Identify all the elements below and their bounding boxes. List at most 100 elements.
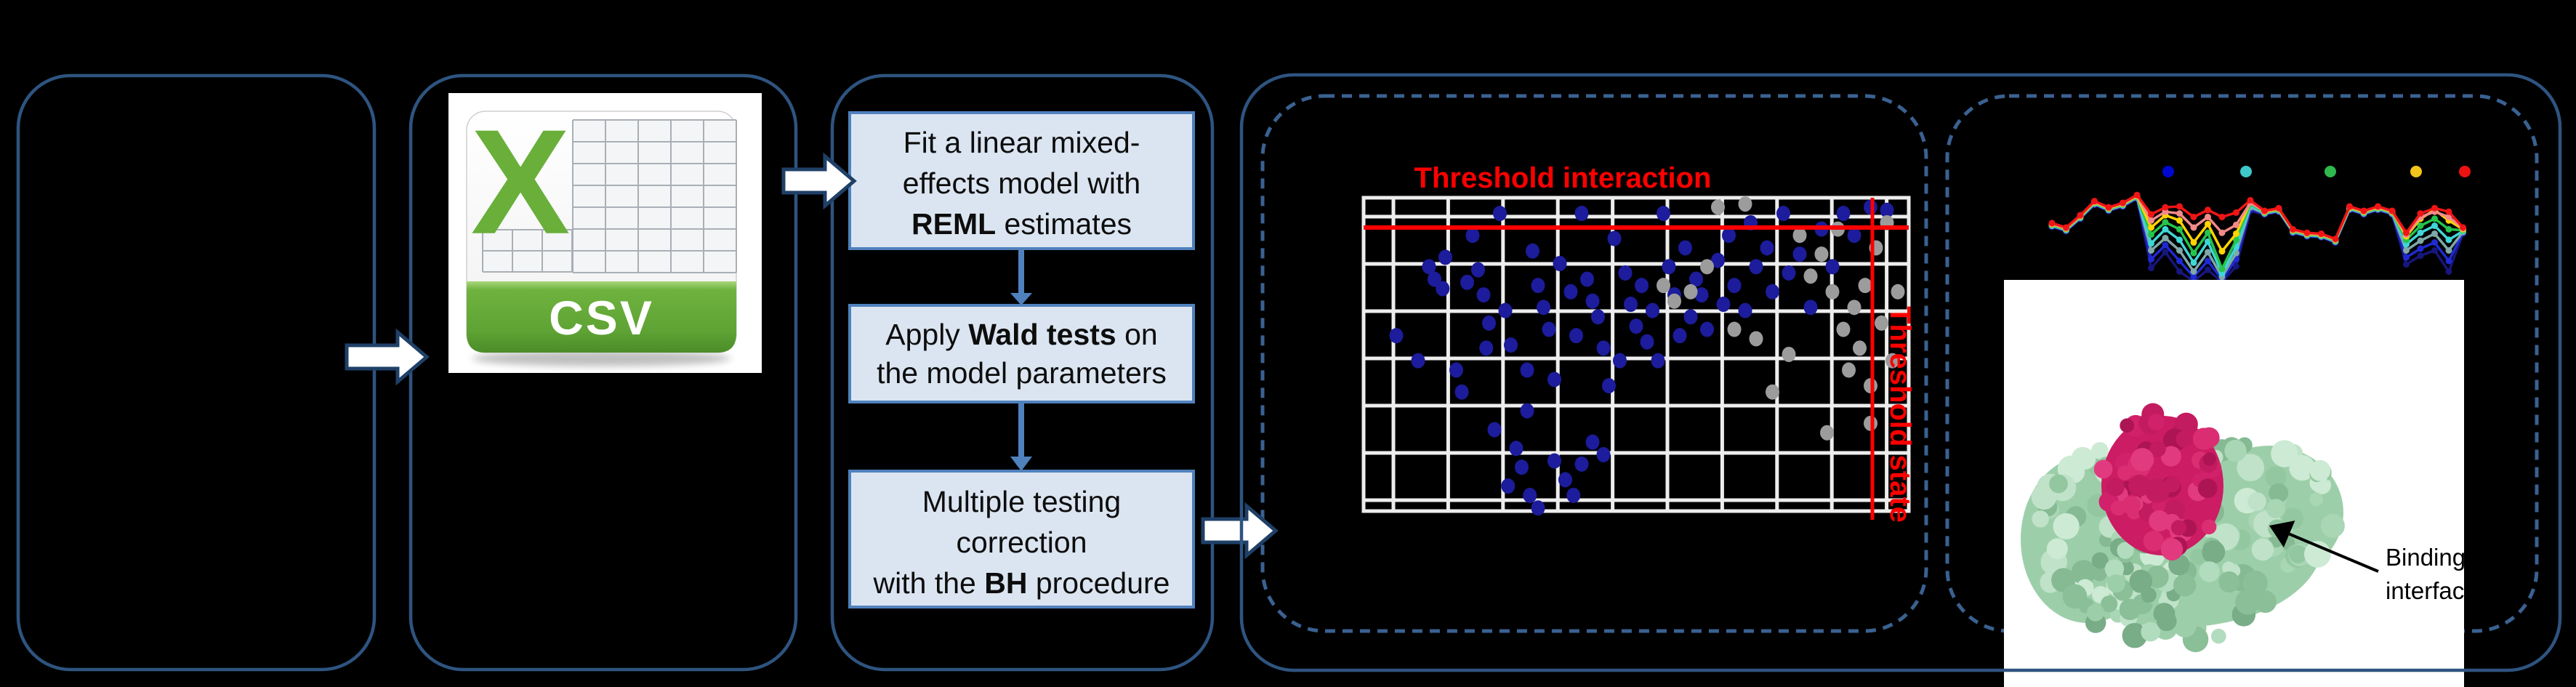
scatter-dot-blue <box>1646 302 1659 318</box>
scatter-dot-gray <box>1683 284 1698 300</box>
scatter-dot-gray <box>1792 228 1807 244</box>
scatter-dot-blue <box>1711 252 1725 268</box>
scatter-dot-blue <box>1836 206 1851 222</box>
scatter-dot-gray <box>1667 293 1681 309</box>
scatter-dot-blue <box>1482 315 1496 331</box>
svg-text:interface: interface <box>2386 577 2478 604</box>
flow-down-arrowhead-2 <box>1010 457 1032 471</box>
scatter-dot-blue <box>1476 287 1491 303</box>
scatter-dot-blue <box>1454 384 1469 400</box>
scatter-dot-blue <box>1722 228 1736 244</box>
scatter-dot-blue <box>1547 453 1561 469</box>
flow-step-1-line-2: effects model with <box>903 166 1140 200</box>
scatter-dot-gray <box>1766 384 1779 400</box>
scatter-dot-blue <box>1553 256 1567 272</box>
scatter-dot-gray <box>1738 196 1752 212</box>
scatter-dot-blue <box>1542 321 1556 337</box>
scatter-dot-blue <box>1520 362 1534 378</box>
legend-dot-1 <box>2162 166 2174 177</box>
scatter-dot-gray <box>1842 362 1856 378</box>
scatter-dot-blue <box>1738 302 1752 318</box>
connector-arrow-1 <box>345 328 430 386</box>
scatter-dot-blue <box>1580 271 1594 287</box>
scatter-dot-blue <box>1465 228 1480 244</box>
binding-interface-label: Binding interface <box>2386 544 2478 604</box>
threshold-state-label: Threshold state <box>1884 306 1916 523</box>
panel-model <box>830 73 1215 672</box>
scatter-dot-blue <box>1585 293 1600 309</box>
scatter-dot-blue <box>1847 228 1861 244</box>
scatter-dot-blue <box>1523 487 1537 503</box>
connector-arrow-3 <box>1201 502 1279 560</box>
scatter-dot-blue <box>1479 340 1494 356</box>
scatter-dot-blue <box>1651 353 1665 369</box>
protein-structure-figure: Binding interface <box>2004 280 2478 687</box>
legend-dot-5 <box>2459 166 2471 177</box>
scatter-dot-gray <box>1875 315 1888 331</box>
scatter-dot-blue <box>1716 297 1731 313</box>
scatter-dot-blue <box>1449 362 1463 378</box>
scatter-dot-blue <box>1792 246 1807 262</box>
flow-step-2-line-1: Apply Wald tests on <box>885 318 1157 351</box>
flow-step-2 <box>848 304 1195 403</box>
scatter-dot-blue <box>1782 265 1796 281</box>
scatter-dot-blue <box>1596 446 1611 462</box>
scatter-dot-blue <box>1591 309 1605 325</box>
scatter-dot-blue <box>1700 321 1714 337</box>
dashed-panel-peptide <box>1945 94 2539 633</box>
scatter-dot-blue <box>1428 271 1441 287</box>
scatter-dot-blue <box>1563 284 1578 300</box>
scatter-dot-blue <box>1629 318 1643 334</box>
scatter-dot-gray <box>1700 259 1714 275</box>
flow-step-2-line-2: the model parameters <box>877 356 1167 390</box>
connector-arrow-2 <box>781 152 857 210</box>
panel-input <box>16 73 377 672</box>
svg-text:Binding: Binding <box>2386 544 2466 571</box>
scatter-dot-blue <box>1531 500 1545 516</box>
scatter-dot-gray <box>1858 278 1872 294</box>
scatter-dot-gray <box>1825 284 1840 300</box>
scatter-dot-blue <box>1520 403 1534 419</box>
scatter-dot-blue <box>1547 371 1561 387</box>
scatter-dot-gray <box>1853 340 1867 356</box>
scatter-dot-gray <box>1836 321 1851 337</box>
threshold-interaction-label: Threshold interaction <box>1414 162 1712 194</box>
scatter-dot-blue <box>1766 284 1779 300</box>
scatter-dot-blue <box>1776 206 1790 222</box>
scatter-dot-blue <box>1760 240 1774 256</box>
scatter-dot-blue <box>1493 206 1507 222</box>
scatter-dot-blue <box>1566 487 1581 503</box>
flow-step-1-line-1: Fit a linear mixed- <box>903 126 1140 159</box>
flow-step-3-line-2: correction <box>956 526 1087 559</box>
scatter-dot-gray <box>1885 353 1899 369</box>
scatter-dot-blue <box>1487 422 1502 438</box>
excel-x-glyph: X <box>471 99 571 265</box>
scatter-dot-blue <box>1635 278 1649 294</box>
scatter-dot-gray <box>1814 246 1829 262</box>
flow-step-3 <box>848 470 1195 608</box>
scatter-dot-blue <box>1727 278 1742 294</box>
scatter-dot-gray <box>1711 199 1725 215</box>
scatter-dot-blue <box>1694 287 1709 303</box>
scatter-dot-blue <box>1389 328 1404 344</box>
csv-icon-shadow <box>472 350 731 366</box>
scatter-dot-blue <box>1569 328 1583 344</box>
scatter-frame <box>1361 196 1911 513</box>
scatter-dot-blue <box>1537 300 1550 316</box>
scatter-dot-blue <box>1624 297 1638 313</box>
scatter-dot-blue <box>1504 337 1518 353</box>
scatter-dot-blue <box>1607 230 1622 246</box>
scatter-dot-blue <box>1825 259 1840 275</box>
scatter-dot-blue <box>1558 472 1572 488</box>
scatter-dot-blue <box>1613 353 1627 369</box>
scatter-dot-blue <box>1422 259 1436 275</box>
flow-step-1 <box>848 111 1195 250</box>
scatter-dot-blue <box>1673 328 1687 344</box>
scatter-dot-blue <box>1411 353 1425 369</box>
scatter-dot-blue <box>1678 240 1692 256</box>
scatter-dot-blue <box>1880 202 1894 218</box>
scatter-dot-blue <box>1683 309 1698 325</box>
scatter-dot-gray <box>1803 268 1818 284</box>
